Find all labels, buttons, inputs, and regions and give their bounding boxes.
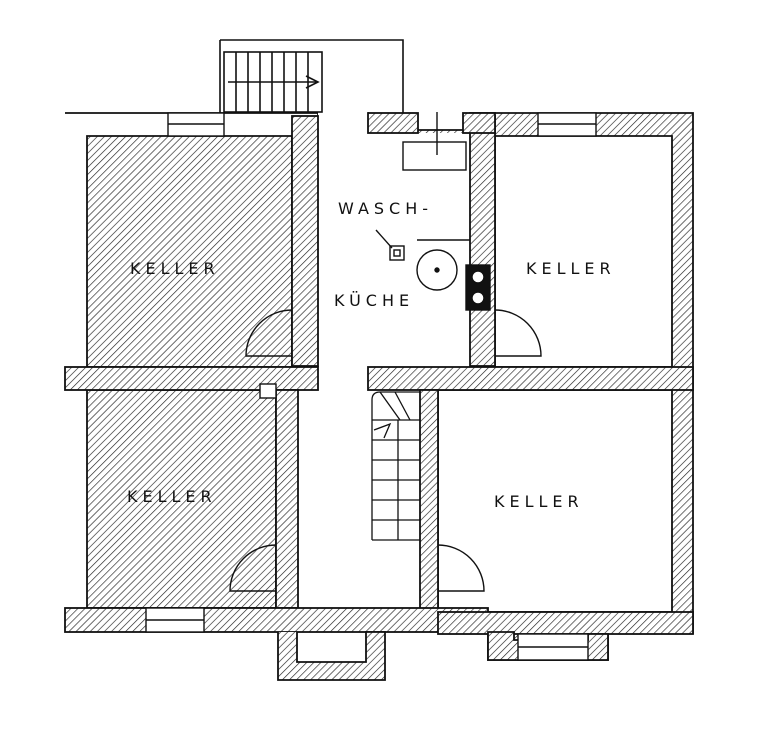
windows-bottom	[145, 607, 589, 661]
wall-top-stub	[367, 112, 419, 134]
room-label-keller-bottom-left: KELLER	[127, 487, 217, 506]
internal-stair	[371, 391, 420, 541]
wall-lower-right	[419, 389, 439, 613]
light-well	[277, 631, 386, 681]
room-label-wasch: WASCH-	[338, 199, 433, 218]
chimney	[259, 383, 277, 399]
wall-lower-left	[275, 389, 299, 609]
wall-bottom-left	[64, 607, 489, 633]
wall-top-stub-right	[462, 112, 496, 134]
room-label-keller-bottom-right: KELLER	[494, 492, 584, 511]
room-label-kueche: KÜCHE	[334, 291, 414, 310]
external-stair	[219, 39, 404, 113]
windows-top	[167, 112, 597, 137]
wash-fixtures	[375, 112, 491, 311]
room-label-keller-top-left: KELLER	[130, 259, 220, 278]
room-label-keller-top-right: KELLER	[526, 259, 616, 278]
wall-bottom-right	[437, 611, 694, 635]
doors	[229, 309, 542, 592]
corridor	[298, 110, 490, 612]
wall-center-right	[469, 115, 496, 367]
wall-mid-right	[367, 366, 694, 391]
wall-mid-left	[64, 366, 319, 391]
wall-center-left	[291, 115, 319, 367]
